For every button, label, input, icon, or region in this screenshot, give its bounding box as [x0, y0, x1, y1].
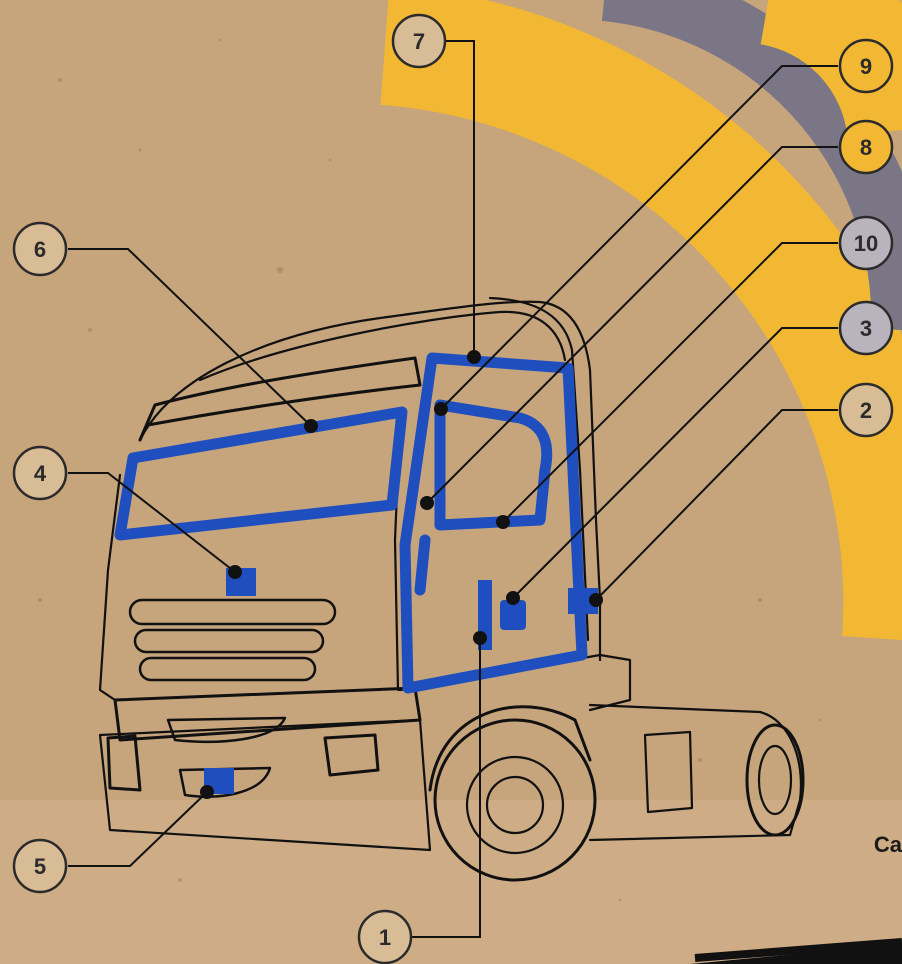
- callout-10-label: 10: [854, 231, 878, 256]
- callout-7-label: 7: [413, 29, 425, 54]
- anchor-dot-10: [496, 515, 510, 529]
- callout-7: 7: [393, 15, 445, 67]
- callout-9: 9: [840, 40, 892, 92]
- anchor-dot-9: [434, 402, 448, 416]
- door-lower-seal: [420, 540, 425, 590]
- callout-6-label: 6: [34, 237, 46, 262]
- anchor-dot-7: [467, 350, 481, 364]
- callout-1-label: 1: [379, 925, 391, 950]
- callout-2-label: 2: [860, 398, 872, 423]
- cardboard-lower-band: [0, 800, 902, 964]
- anchor-dot-3: [506, 591, 520, 605]
- anchor-dot-4: [228, 565, 242, 579]
- anchor-dot-6: [304, 419, 318, 433]
- callout-10: 10: [840, 217, 892, 269]
- anchor-dot-1: [473, 631, 487, 645]
- callout-4-label: 4: [34, 461, 47, 486]
- truncated-caption-text: Ca: [874, 832, 902, 858]
- callout-9-label: 9: [860, 54, 872, 79]
- anchor-dot-2: [589, 593, 603, 607]
- callout-8: 8: [840, 121, 892, 173]
- callout-4: 4: [14, 447, 66, 499]
- callout-6: 6: [14, 223, 66, 275]
- anchor-dot-8: [420, 496, 434, 510]
- callout-5: 5: [14, 840, 66, 892]
- callout-2: 2: [840, 384, 892, 436]
- anchor-dot-5: [200, 785, 214, 799]
- callout-5-label: 5: [34, 854, 46, 879]
- callout-3: 3: [840, 302, 892, 354]
- callout-1: 1: [359, 911, 411, 963]
- callout-8-label: 8: [860, 135, 872, 160]
- callout-3-label: 3: [860, 316, 872, 341]
